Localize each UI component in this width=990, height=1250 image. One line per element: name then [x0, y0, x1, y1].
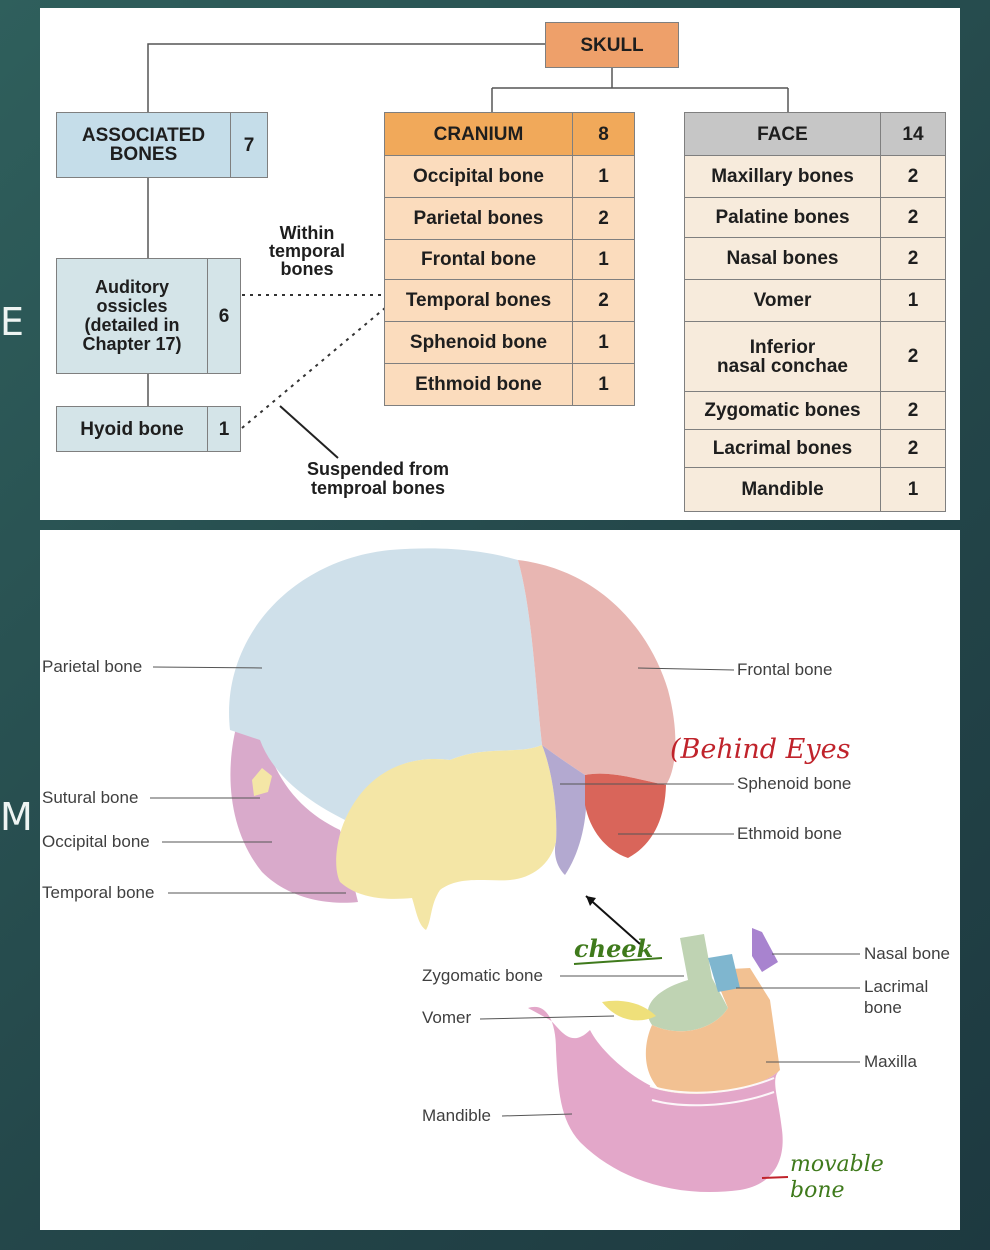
skull-drawing	[150, 548, 860, 1192]
face-row-count: 1	[880, 467, 946, 512]
lacrimal-bone-label: Lacrimal bone	[864, 977, 929, 1017]
classification-diagram: SKULL ASSOCIATED BONES 7 Auditory ossicl…	[40, 8, 960, 520]
cranium-row-name: Frontal bone	[384, 239, 573, 280]
associated-bones-label: ASSOCIATED BONES	[56, 112, 231, 178]
occipital-bone-label: Occipital bone	[42, 832, 150, 851]
cranium-row-name: Sphenoid bone	[384, 321, 573, 364]
vomer-label: Vomer	[422, 1008, 472, 1027]
teeth-row	[649, 1077, 775, 1107]
face-row-count: 2	[880, 429, 946, 468]
slide-edge-letter-e: E	[0, 300, 25, 344]
cranium-row-name: Ethmoid bone	[384, 363, 573, 406]
slide-edge-letter-m: M	[0, 795, 33, 839]
associated-bones-count: 7	[230, 112, 268, 178]
cranium-row-count: 1	[572, 321, 635, 364]
face-row-count: 2	[880, 391, 946, 430]
annotation-arrow-head	[586, 896, 596, 906]
handwritten-cheek: cheek	[574, 934, 654, 963]
hyoid-bone-count: 1	[207, 406, 241, 452]
face-row-count: 2	[880, 321, 946, 392]
face-row-name: Zygomatic bones	[684, 391, 881, 430]
cranium-row-count: 1	[572, 239, 635, 280]
nasal-bone-label: Nasal bone	[864, 944, 951, 963]
face-row-count: 2	[880, 155, 946, 198]
face-row-name: Inferior nasal conchae	[684, 321, 881, 392]
within-temporal-note: Within temporal bones	[268, 223, 346, 279]
parietal-bone-shape	[229, 548, 542, 820]
occipital-bone-shape	[230, 720, 358, 903]
ethmoid-bone-shape	[585, 773, 666, 858]
cranium-header-count: 8	[572, 112, 635, 156]
face-row-name: Palatine bones	[684, 197, 881, 238]
zygomatic-bone-label: Zygomatic bone	[422, 966, 543, 985]
leader-lines	[150, 666, 860, 1117]
maxilla-label: Maxilla	[864, 1052, 917, 1071]
face-row-name: Mandible	[684, 467, 881, 512]
cranium-row-count: 2	[572, 197, 635, 240]
cranium-row-count: 2	[572, 279, 635, 322]
handwritten-behind-eyes: (Behind Eyes	[670, 734, 851, 765]
face-row-name: Maxillary bones	[684, 155, 881, 198]
cranium-row-name: Occipital bone	[384, 155, 573, 198]
cranium-row-count: 1	[572, 363, 635, 406]
nasal-bone-shape	[752, 928, 778, 972]
parietal-bone-label: Parietal bone	[42, 657, 143, 676]
sphenoid-bone-shape	[542, 745, 587, 875]
face-row-name: Lacrimal bones	[684, 429, 881, 468]
cheek-underline	[573, 957, 663, 965]
annotation-arrow	[585, 895, 641, 945]
cranium-header-label: CRANIUM	[384, 112, 573, 156]
handwritten-movable-bone: movable bone	[790, 1152, 884, 1203]
connector-lines	[147, 43, 789, 459]
movable-dash	[761, 1176, 789, 1179]
hyoid-bone-label: Hyoid bone	[56, 406, 208, 452]
ethmoid-bone-label: Ethmoid bone	[737, 824, 842, 843]
face-header-count: 14	[880, 112, 946, 156]
mandible-label: Mandible	[422, 1106, 491, 1125]
suspended-note: Suspended from temproal bones	[306, 459, 449, 498]
face-header-label: FACE	[684, 112, 881, 156]
face-row-name: Nasal bones	[684, 237, 881, 280]
mandible-shape	[528, 1006, 783, 1192]
skull-box: SKULL	[545, 22, 679, 68]
lacrimal-bone-shape	[708, 954, 740, 992]
sphenoid-bone-label: Sphenoid bone	[737, 774, 852, 793]
cranium-row-count: 1	[572, 155, 635, 198]
vomer-shape	[602, 1000, 656, 1021]
face-row-count: 2	[880, 197, 946, 238]
frontal-bone-label: Frontal bone	[737, 660, 833, 679]
face-row-name: Vomer	[684, 279, 881, 322]
zygomatic-bone-shape	[647, 934, 728, 1032]
sutural-bone-shape	[252, 768, 272, 796]
sutural-bone-label: Sutural bone	[42, 788, 139, 807]
auditory-ossicles-label: Auditory ossicles (detailed in Chapter 1…	[56, 258, 208, 374]
temporal-bone-shape	[336, 745, 557, 930]
maxilla-shape	[645, 968, 780, 1094]
frontal-bone-shape	[518, 560, 676, 785]
auditory-ossicles-count: 6	[207, 258, 241, 374]
face-row-count: 2	[880, 237, 946, 280]
temporal-bone-label: Temporal bone	[42, 883, 155, 902]
cranium-row-name: Parietal bones	[384, 197, 573, 240]
skull-illustration: Parietal bone Sutural bone Occipital bon…	[40, 530, 960, 1230]
face-row-count: 1	[880, 279, 946, 322]
cranium-row-name: Temporal bones	[384, 279, 573, 322]
